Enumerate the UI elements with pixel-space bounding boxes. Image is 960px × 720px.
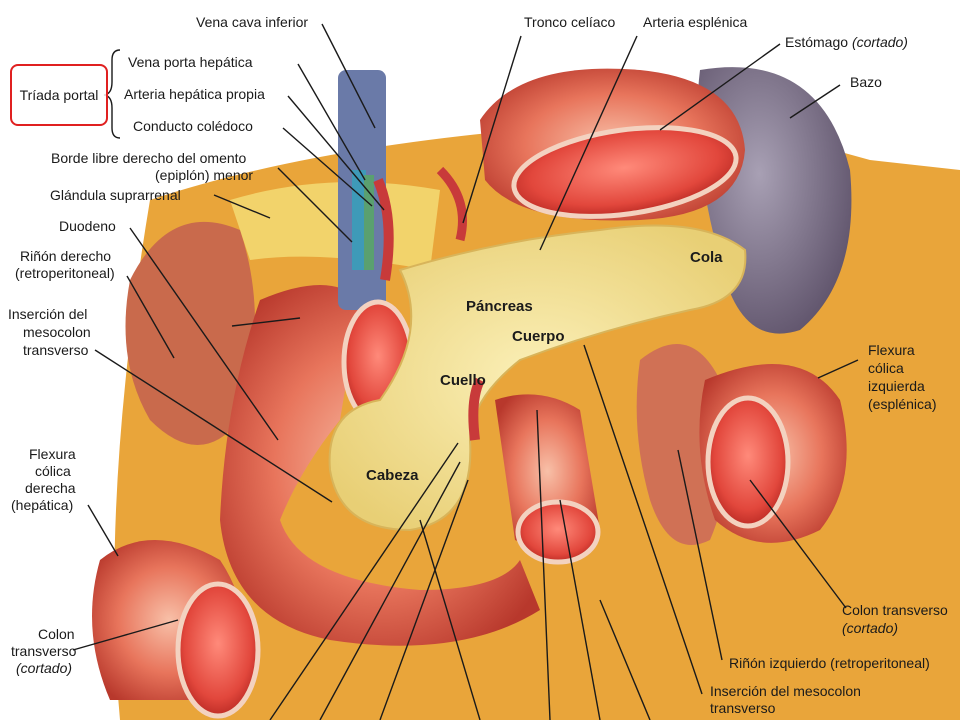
label-flexura-izq-3: izquierda <box>868 378 925 394</box>
label-flexura-izq-2: cólica <box>868 360 904 376</box>
celiac-trunk <box>436 166 467 242</box>
label-insercion-der-2: transverso <box>710 700 776 716</box>
left-colon-lumen <box>705 395 791 529</box>
jejunum-lumen <box>515 499 601 565</box>
estomago-text: Estómago <box>785 34 849 50</box>
estomago-note: (cortado) <box>851 34 908 50</box>
label-rinon-izq: Riñón izquierdo (retroperitoneal) <box>729 655 930 671</box>
label-tronco-celiaco: Tronco celíaco <box>524 14 616 30</box>
label-borde-libre-1: Borde libre derecho del omento <box>51 150 247 166</box>
label-flexura-der-4: (hepática) <box>11 497 74 513</box>
label-flexura-der-3: derecha <box>25 480 76 496</box>
fat-region <box>230 182 440 270</box>
label-rinon-der-1: Riñón derecho <box>20 248 112 264</box>
label-colon-izq-1: Colon <box>38 626 75 642</box>
mesenteric-vessel <box>468 377 485 441</box>
label-rinon-der-2: (retroperitoneal) <box>15 265 115 281</box>
hepatic-artery <box>373 178 394 281</box>
label-duodeno: Duodeno <box>59 218 116 234</box>
label-borde-libre-2: (epiplón) menor <box>155 167 254 183</box>
label-vena-porta: Vena porta hepática <box>128 54 253 70</box>
organ-label-cabeza: Cabeza <box>366 467 419 484</box>
portal-triad-highlight: Tríada portal <box>10 64 108 126</box>
triad-label: Tríada portal <box>19 87 99 103</box>
leader-lines <box>72 23 859 720</box>
right-kidney <box>125 221 255 445</box>
label-flexura-izq-1: Flexura <box>868 342 915 358</box>
label-colon-der-2: (cortado) <box>842 620 899 636</box>
label-flexura-izq-4: (esplénica) <box>868 396 937 412</box>
label-colon-izq-2: transverso <box>11 643 77 659</box>
bile-duct <box>364 175 374 270</box>
label-arteria-hepatica: Arteria hepática propia <box>124 86 265 102</box>
label-insercion-izq-3: transverso <box>23 342 89 358</box>
organ-label-cola: Cola <box>690 249 723 266</box>
label-vena-cava: Vena cava inferior <box>196 14 309 30</box>
duodenum <box>220 285 540 646</box>
label-insercion-izq-2: mesocolon <box>23 324 91 340</box>
organ-label-cuerpo: Cuerpo <box>512 328 565 345</box>
right-colon-lumen <box>175 581 261 719</box>
label-conducto-coledoco: Conducto colédoco <box>133 118 253 134</box>
organ-label-cuello: Cuello <box>440 372 486 389</box>
label-glandula: Glándula suprarrenal <box>50 187 181 203</box>
label-flexura-der-1: Flexura <box>29 446 76 462</box>
label-arteria-esplenica: Arteria esplénica <box>643 14 748 30</box>
label-insercion-izq-1: Inserción del <box>8 306 88 322</box>
stomach-lumen <box>511 125 739 219</box>
label-bazo: Bazo <box>850 74 882 90</box>
label-flexura-der-2: cólica <box>35 463 71 479</box>
portal-vein <box>352 170 366 270</box>
label-colon-izq-3: (cortado) <box>16 660 73 676</box>
organ-label-pancreas: Páncreas <box>466 298 533 315</box>
label-colon-der-1: Colon transverso <box>842 602 948 618</box>
pancreas <box>328 224 747 532</box>
label-estomago: Estómago (cortado) <box>785 34 908 50</box>
label-insercion-der-1: Inserción del mesocolon <box>710 683 861 699</box>
